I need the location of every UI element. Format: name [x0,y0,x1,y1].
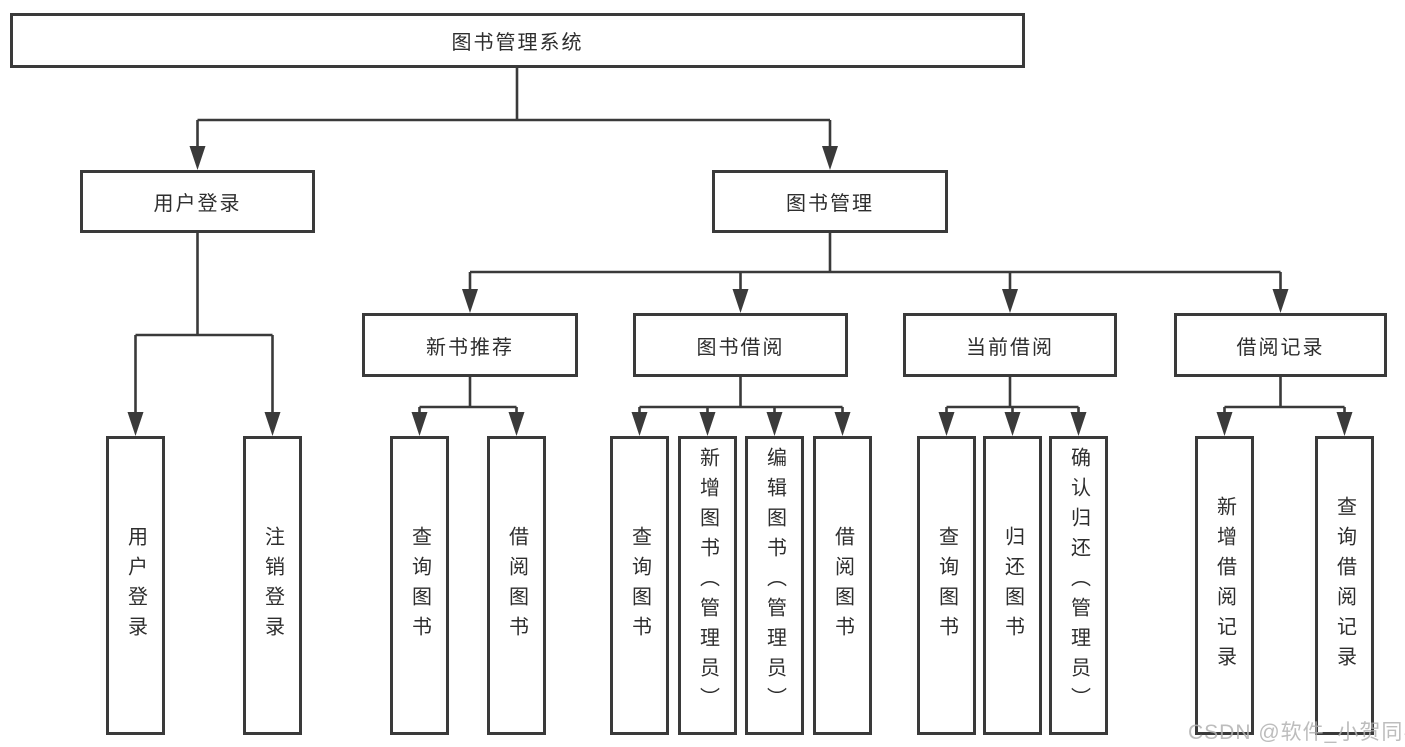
node-label: 新书推荐 [426,336,514,359]
node-current-borrow: 当前借阅 [903,313,1117,377]
leaf-label: 注销登录 [261,525,284,646]
leaf-query-book-borrow: 查询图书 [610,436,669,735]
leaf-query-borrow-record: 查询借阅记录 [1315,436,1374,735]
leaf-label: 确认归还（管理员） [1067,447,1090,717]
leaf-query-book-recommend: 查询图书 [390,436,449,735]
leaf-logout-login: 注销登录 [243,436,302,735]
node-library-management-system: 图书管理系统 [10,13,1025,68]
leaf-return-book: 归还图书 [983,436,1042,735]
leaf-add-borrow-record: 新增借阅记录 [1195,436,1254,735]
node-label: 图书借阅 [696,336,785,359]
node-new-book-recommend: 新书推荐 [362,313,578,377]
leaf-label: 新增借阅记录 [1213,495,1236,676]
leaf-user-login: 用户登录 [106,436,165,735]
csdn-watermark: CSDN @软件_小贺同学 [1188,721,1405,744]
arrowheads [127,146,1353,436]
node-label: 图书管理系统 [451,32,584,54]
leaf-borrow-book: 借阅图书 [813,436,872,735]
leaf-label: 查询图书 [408,525,431,646]
leaf-label: 新增图书（管理员） [696,447,719,717]
leaf-label: 查询图书 [628,525,651,646]
leaf-label: 编辑图书（管理员） [763,447,786,717]
leaf-borrow-book-recommend: 借阅图书 [487,436,546,735]
leaf-label: 用户登录 [124,525,147,646]
leaf-edit-book-admin: 编辑图书（管理员） [745,436,804,735]
leaf-label: 借阅图书 [831,525,854,646]
node-label: 借阅记录 [1236,336,1325,359]
node-book-borrow: 图书借阅 [633,313,848,377]
leaf-label: 查询借阅记录 [1333,495,1356,676]
leaf-label: 借阅图书 [505,525,528,646]
leaf-label: 归还图书 [1001,525,1024,646]
node-book-management: 图书管理 [712,170,948,233]
node-user-login: 用户登录 [80,170,315,233]
node-borrow-records: 借阅记录 [1174,313,1387,377]
leaf-confirm-return-admin: 确认归还（管理员） [1049,436,1108,735]
leaf-query-book-current: 查询图书 [917,436,976,735]
leaf-label: 查询图书 [935,525,958,646]
node-label: 用户登录 [153,193,242,215]
node-label: 当前借阅 [966,336,1054,359]
leaf-add-book-admin: 新增图书（管理员） [678,436,737,735]
node-label: 图书管理 [786,193,874,215]
